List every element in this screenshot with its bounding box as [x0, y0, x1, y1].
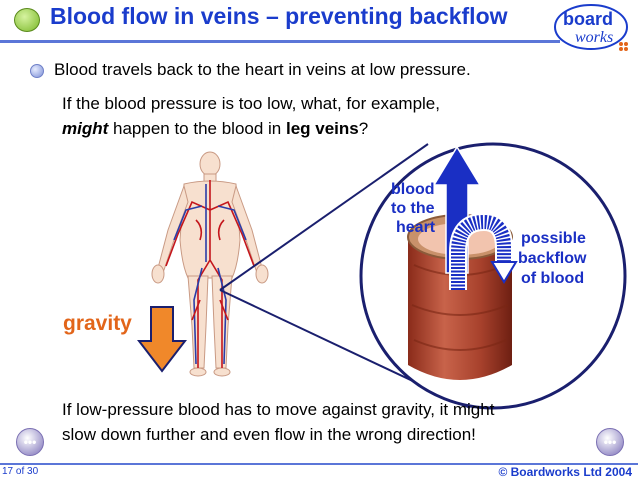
question-line1: If the blood pressure is too low, what, …: [62, 94, 440, 113]
page-number: 17 of 30: [2, 466, 39, 477]
human-body-diagram: [151, 151, 269, 377]
gravity-label: gravity: [63, 312, 132, 335]
boardworks-logo: board works: [554, 4, 628, 51]
page-title: Blood flow in veins – preventing backflo…: [50, 3, 508, 29]
title-underline: [0, 40, 560, 43]
previous-button[interactable]: •••: [16, 428, 44, 456]
next-icon: •••: [603, 435, 617, 449]
logo-board-text: board: [563, 9, 613, 29]
question-might: might: [62, 119, 109, 138]
label-heart: heart: [396, 219, 436, 236]
question-end: ?: [358, 119, 369, 138]
bullet-icon: [30, 64, 44, 78]
question-leg-veins: leg veins: [285, 119, 359, 138]
question-line2: might happen to the blood in leg veins?: [62, 119, 368, 139]
bottom-line2: slow down further and even flow in the w…: [62, 425, 476, 444]
gravity-arrow: [137, 306, 187, 373]
label-blood: blood: [391, 181, 435, 198]
copyright: © Boardworks Ltd 2004: [498, 465, 632, 479]
label-possible: possible: [521, 230, 586, 247]
question-mid: happen to the blood in: [108, 119, 286, 138]
footer-line: [0, 463, 638, 465]
logo-works-text: works: [575, 29, 613, 46]
next-button[interactable]: •••: [596, 428, 624, 456]
bullet-text: Blood travels back to the heart in veins…: [54, 60, 471, 79]
bottom-line1: If low-pressure blood has to move agains…: [62, 400, 495, 419]
previous-icon: •••: [23, 435, 37, 449]
label-of-blood: of blood: [521, 270, 585, 287]
label-to-the: to the: [391, 200, 435, 217]
menu-icon[interactable]: [14, 8, 40, 32]
label-backflow: backflow: [518, 250, 587, 267]
title-bar: [0, 0, 638, 42]
backflow-arrow: [449, 212, 518, 290]
